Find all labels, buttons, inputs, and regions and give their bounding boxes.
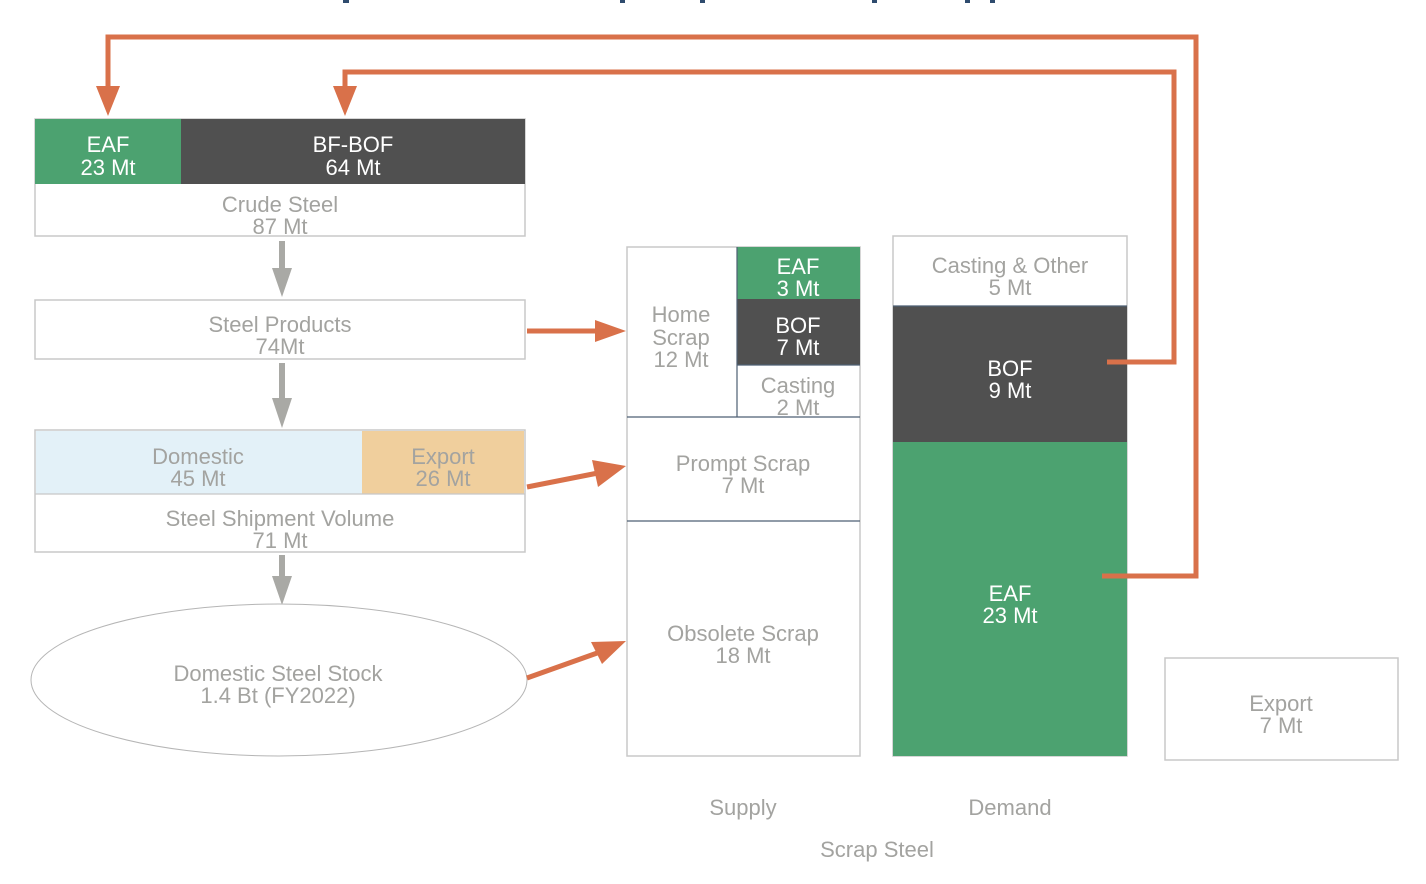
demand-casting-value: 5 Mt	[989, 275, 1032, 300]
demand-bof-segment	[893, 306, 1127, 442]
prompt-scrap-value: 7 Mt	[722, 473, 765, 498]
crude-eaf-label: EAF	[87, 132, 130, 157]
flow-arrow-shipment-to-stock	[272, 555, 292, 605]
crude-steel-block: EAF 23 Mt BF-BOF 64 Mt Crude Steel 87 Mt	[34, 118, 526, 239]
demand-casting-label: Casting & Other	[932, 253, 1089, 278]
crude-bf-bof-segment	[181, 119, 525, 184]
home-scrap-value: 12 Mt	[653, 347, 708, 372]
flow-arrow-products-to-home-scrap	[527, 320, 626, 342]
demand-bof-value: 9 Mt	[989, 378, 1032, 403]
steel-products-value: 74Mt	[256, 334, 305, 359]
home-casting-value: 2 Mt	[777, 395, 820, 420]
home-scrap-label-line2: Scrap	[652, 325, 709, 350]
supply-column-label: Supply	[709, 795, 776, 820]
home-bof-value: 7 Mt	[777, 335, 820, 360]
shipment-export-value: 26 Mt	[415, 466, 470, 491]
flow-arrow-crude-to-products	[272, 241, 292, 297]
export-scrap-label: Export	[1249, 691, 1313, 716]
steel-stock-value: 1.4 Bt (FY2022)	[200, 683, 355, 708]
shipment-export-label: Export	[411, 444, 475, 469]
demand-column-label: Demand	[968, 795, 1051, 820]
demand-bof-label: BOF	[987, 356, 1032, 381]
steel-stock-ellipse	[30, 603, 528, 757]
obsolete-scrap-value: 18 Mt	[715, 643, 770, 668]
flow-arrow-products-to-shipment	[272, 363, 292, 428]
shipment-total-label: Steel Shipment Volume	[166, 506, 395, 531]
home-eaf-value: 3 Mt	[777, 276, 820, 301]
export-scrap-block: Export 7 Mt	[1164, 657, 1399, 761]
prompt-scrap-label: Prompt Scrap	[676, 451, 811, 476]
shipment-domestic-segment	[36, 431, 362, 494]
demand-eaf-value: 23 Mt	[982, 603, 1037, 628]
flow-arrow-export-to-prompt-scrap	[526, 460, 626, 490]
shipment-domestic-label: Domestic	[152, 444, 244, 469]
home-eaf-segment	[737, 247, 860, 299]
export-scrap-value: 7 Mt	[1260, 713, 1303, 738]
shipment-export-segment	[362, 431, 524, 494]
home-bof-segment	[737, 299, 860, 365]
shipment-domestic-value: 45 Mt	[170, 466, 225, 491]
crude-steel-value: 87 Mt	[252, 214, 307, 239]
demand-eaf-label: EAF	[989, 581, 1032, 606]
crude-bf-bof-label: BF-BOF	[313, 132, 394, 157]
crude-steel-label: Crude Steel	[222, 192, 338, 217]
steel-products-box	[34, 299, 526, 360]
shipment-block: Domestic 45 Mt Export 26 Mt Steel Shipme…	[34, 429, 526, 553]
flow-arrow-demand-eaf-to-crude-eaf	[96, 34, 1199, 579]
crude-bf-bof-value: 64 Mt	[325, 155, 380, 180]
shipment-total-value: 71 Mt	[252, 528, 307, 553]
steel-stock-block: Domestic Steel Stock 1.4 Bt (FY2022)	[30, 603, 528, 757]
flow-arrow-stock-to-obsolete-scrap	[526, 641, 626, 681]
scrap-steel-label: Scrap Steel	[820, 837, 934, 862]
home-eaf-label: EAF	[777, 254, 820, 279]
home-scrap-label-line1: Home	[652, 302, 711, 327]
steel-products-block: Steel Products 74Mt	[34, 299, 526, 360]
demand-eaf-segment	[893, 442, 1127, 756]
flow-arrow-demand-bof-to-crude-bof	[333, 69, 1177, 365]
export-scrap-box	[1164, 657, 1399, 761]
obsolete-scrap-label: Obsolete Scrap	[667, 621, 819, 646]
steel-stock-label: Domestic Steel Stock	[173, 661, 383, 686]
clipped-title	[343, 0, 995, 3]
steel-products-label: Steel Products	[208, 312, 351, 337]
supply-column: Home Scrap 12 Mt EAF 3 Mt BOF 7 Mt Casti…	[626, 246, 861, 757]
crude-eaf-segment	[35, 119, 181, 184]
demand-column: Casting & Other 5 Mt BOF 9 Mt EAF 23 Mt	[892, 235, 1128, 757]
crude-eaf-value: 23 Mt	[80, 155, 135, 180]
home-bof-label: BOF	[775, 313, 820, 338]
home-casting-label: Casting	[761, 373, 836, 398]
